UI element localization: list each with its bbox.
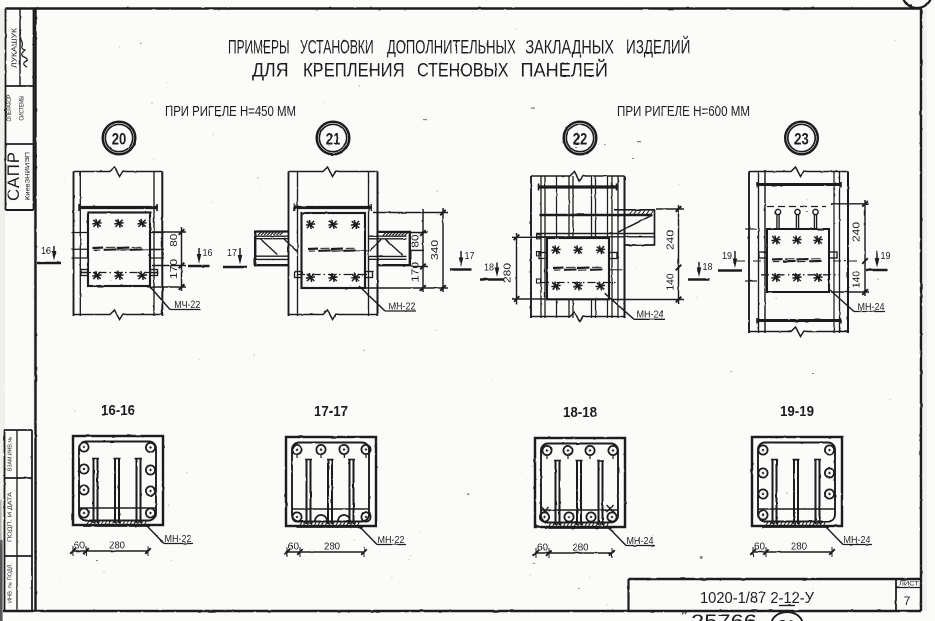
svg-text:ЗАКЛАДНЫХ: ЗАКЛАДНЫХ	[526, 38, 615, 59]
svg-text:ПОДП. И ДАТА: ПОДП. И ДАТА	[8, 491, 14, 542]
svg-text:ЛУКАШУК: ЛУКАШУК	[10, 27, 19, 68]
svg-text:ДОПОЛНИТЕЛЬНЫХ: ДОПОЛНИТЕЛЬНЫХ	[387, 38, 516, 59]
svg-text:19: 19	[881, 250, 891, 262]
svg-text:18: 18	[703, 261, 713, 273]
svg-text:86: 86	[778, 618, 796, 621]
svg-text:170: 170	[168, 259, 180, 279]
svg-text:МН-24: МН-24	[637, 309, 664, 321]
svg-text:САПР: САПР	[4, 151, 23, 201]
svg-text:340: 340	[429, 240, 441, 260]
svg-text:МН-24: МН-24	[627, 535, 654, 547]
svg-text:22: 22	[573, 129, 588, 148]
svg-text:СТЕНОВЫХ: СТЕНОВЫХ	[417, 60, 509, 82]
svg-text:7: 7	[904, 594, 911, 608]
svg-text:ИЗДЕЛИЙ: ИЗДЕЛИЙ	[626, 37, 690, 59]
svg-text:МЧ-22: МЧ-22	[174, 299, 200, 311]
svg-text:140: 140	[851, 271, 863, 288]
svg-text:17-17: 17-17	[314, 403, 348, 420]
svg-text:23: 23	[794, 129, 809, 148]
svg-text:КРЕПЛЕНИЯ: КРЕПЛЕНИЯ	[303, 60, 405, 82]
svg-text:ПАНЕЛЕЙ: ПАНЕЛЕЙ	[521, 58, 608, 82]
svg-text:60: 60	[754, 542, 765, 553]
svg-text:280: 280	[109, 541, 125, 552]
svg-text:140: 140	[665, 273, 677, 290]
svg-text:80: 80	[410, 234, 422, 247]
svg-text:ВЗАМ.ИНВ.№: ВЗАМ.ИНВ.№	[8, 437, 14, 471]
svg-text:ЛИСТ: ЛИСТ	[899, 581, 919, 588]
svg-text:ОПЕРАТОР: ОПЕРАТОР	[6, 95, 13, 122]
svg-text:УСТАНОВКИ: УСТАНОВКИ	[300, 38, 374, 59]
svg-text:21: 21	[326, 129, 341, 148]
svg-text:ДЛЯ: ДЛЯ	[252, 60, 289, 82]
svg-text:19-19: 19-19	[780, 403, 814, 420]
svg-text:60: 60	[288, 542, 299, 553]
svg-text:20: 20	[112, 129, 127, 148]
svg-text:25766: 25766	[691, 612, 757, 621]
svg-text:ПРИМЕРЫ: ПРИМЕРЫ	[228, 38, 290, 59]
svg-text:МН-24: МН-24	[858, 301, 885, 313]
svg-text:18-18: 18-18	[563, 404, 597, 421]
svg-text:280: 280	[324, 542, 340, 553]
svg-text:18: 18	[484, 262, 494, 274]
svg-text:80: 80	[168, 234, 180, 247]
svg-text:19: 19	[722, 250, 732, 262]
svg-text:60: 60	[74, 541, 85, 552]
svg-text:МН-22: МН-22	[378, 534, 405, 546]
svg-text:16-16: 16-16	[101, 402, 135, 419]
svg-text:240: 240	[665, 230, 677, 250]
svg-text:и: и	[682, 608, 686, 617]
svg-text:МН-22: МН-22	[389, 301, 416, 313]
svg-text:60: 60	[537, 543, 548, 554]
svg-text:ПРИ РИГЕЛЕ Н=450 ММ: ПРИ РИГЕЛЕ Н=450 ММ	[165, 104, 296, 120]
svg-text:17: 17	[227, 247, 237, 259]
svg-text:240: 240	[851, 222, 863, 242]
svg-text:16: 16	[41, 245, 51, 257]
svg-text:МН-24: МН-24	[844, 534, 871, 546]
svg-text:280: 280	[502, 263, 514, 283]
svg-text:МН-22: МН-22	[165, 533, 192, 545]
svg-text:170: 170	[410, 262, 422, 282]
svg-text:СИСТЕМЫ: СИСТЕМЫ	[19, 96, 26, 121]
svg-text:1020-1/87 2-12-У: 1020-1/87 2-12-У	[700, 590, 815, 607]
svg-text:КиевЗНИИЭП: КиевЗНИИЭП	[25, 152, 32, 200]
svg-text:280: 280	[791, 542, 807, 553]
svg-text:ПРИ РИГЕЛЕ Н=600 ММ: ПРИ РИГЕЛЕ Н=600 ММ	[617, 104, 750, 120]
svg-text:ИНВ. № ПОДЛ.: ИНВ. № ПОДЛ.	[8, 563, 14, 603]
svg-text:16: 16	[203, 247, 213, 259]
svg-text:280: 280	[573, 543, 589, 554]
svg-text:17: 17	[465, 250, 475, 262]
